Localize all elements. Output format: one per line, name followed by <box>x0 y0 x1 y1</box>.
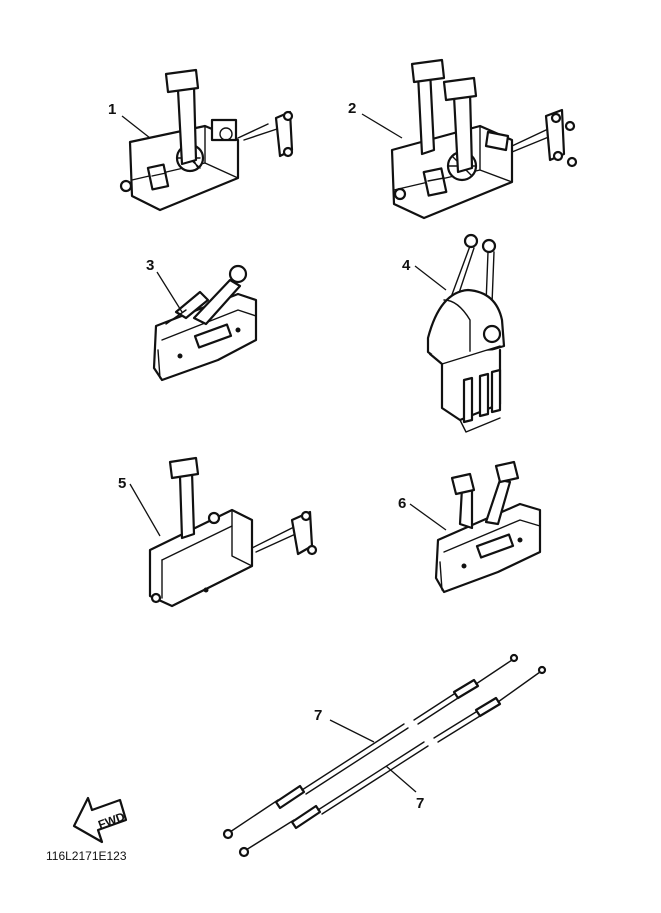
leader-line-7a <box>329 719 375 743</box>
callout-4: 4 <box>402 257 411 274</box>
part-2-remote-control-box-dual <box>390 58 578 220</box>
part-5-remote-control-box <box>148 456 318 608</box>
callout-5: 5 <box>118 475 126 492</box>
callout-3: 3 <box>146 257 154 274</box>
part-7-remote-control-cables <box>222 653 547 858</box>
callout-1: 1 <box>108 101 116 118</box>
callout-7b: 7 <box>416 795 424 812</box>
drawing-code: 116L2171E123 <box>46 849 127 863</box>
leader-line-6 <box>409 503 447 531</box>
fwd-arrow-icon: FWD <box>72 796 128 844</box>
part-6-top-mount-control-dual <box>434 460 542 594</box>
leader-line-1 <box>121 115 151 139</box>
leader-line-4 <box>414 265 447 291</box>
callout-7a: 7 <box>314 707 322 724</box>
part-4-binnacle-control <box>426 233 506 433</box>
callout-2: 2 <box>348 100 356 117</box>
leader-line-5 <box>129 483 161 537</box>
leader-line-3 <box>156 271 183 313</box>
leader-line-2 <box>361 113 403 139</box>
callout-6: 6 <box>398 495 406 512</box>
part-3-top-mount-control <box>152 264 258 382</box>
leader-line-7b <box>385 765 417 793</box>
part-1-remote-control-box <box>119 68 294 212</box>
